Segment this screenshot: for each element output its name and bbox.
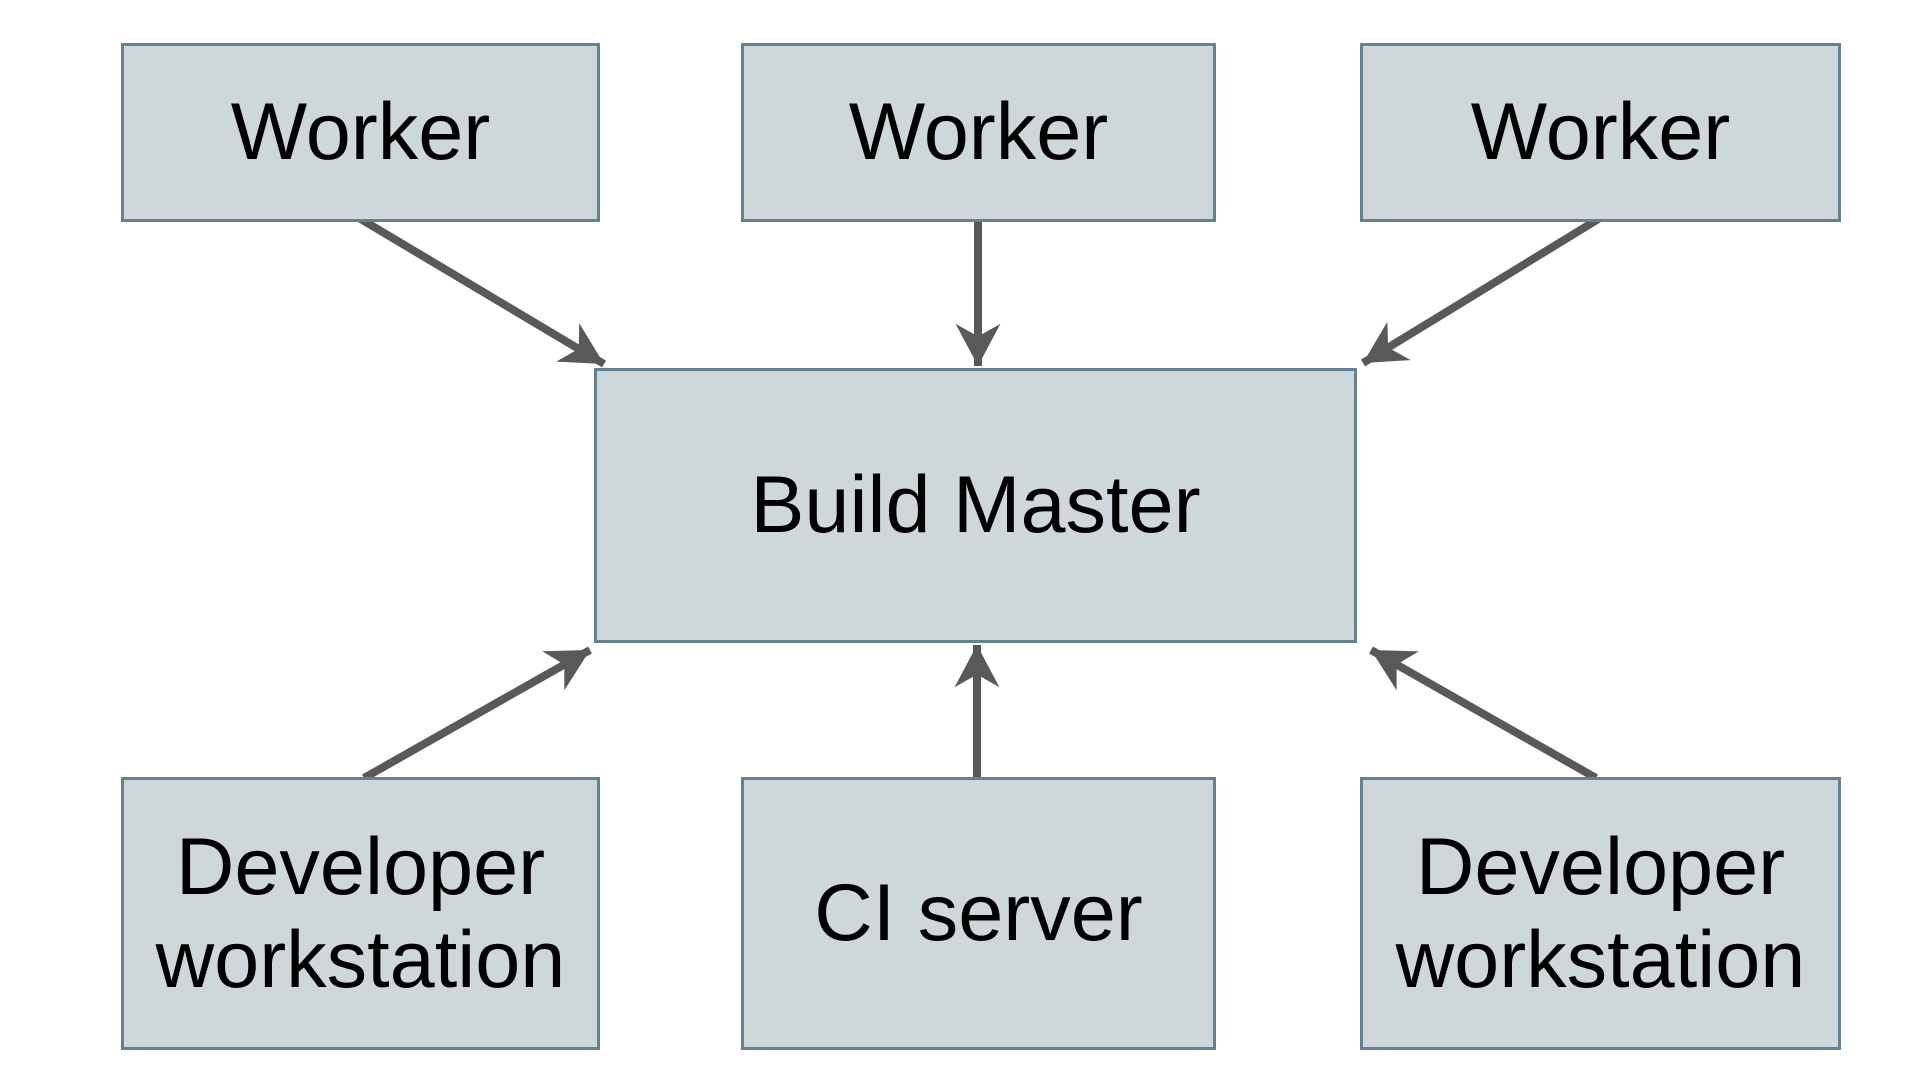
node-developer-workstation-right: Developer workstation [1360,777,1841,1050]
node-ci-server-label: CI server [814,868,1143,959]
node-worker-1: Worker [121,43,600,222]
node-developer-workstation-right-label: Developer workstation [1395,822,1806,1005]
node-build-master-label: Build Master [750,460,1201,551]
node-worker-3-label: Worker [1470,87,1731,178]
node-build-master: Build Master [594,368,1357,643]
node-worker-2-label: Worker [848,87,1109,178]
arrow-developer-workstation-left-to-build-master [362,646,592,782]
arrow-worker-1-to-build-master [356,214,607,368]
node-worker-1-label: Worker [230,87,491,178]
node-developer-workstation-left: Developer workstation [121,777,600,1050]
node-worker-3: Worker [1360,43,1841,222]
node-developer-workstation-left-label: Developer workstation [155,822,566,1005]
node-ci-server: CI server [741,777,1216,1050]
arrow-worker-3-to-build-master [1360,214,1603,367]
node-worker-2: Worker [741,43,1216,222]
arrow-developer-workstation-right-to-build-master [1369,646,1598,782]
